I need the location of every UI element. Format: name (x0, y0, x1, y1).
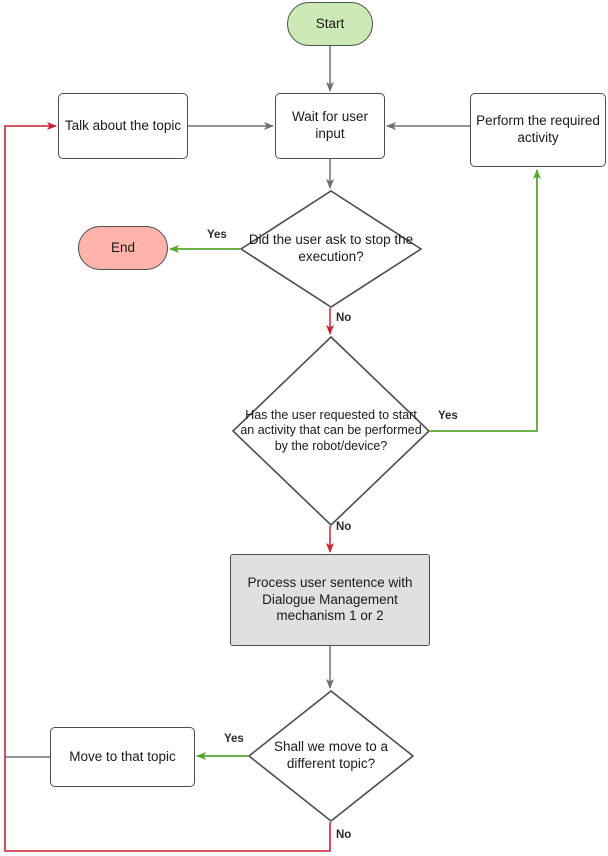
node-wait-for-user-input[interactable]: Wait for user input (275, 93, 385, 159)
edge-label-yes-activity: Yes (438, 410, 458, 422)
node-decision-move-topic-label: Shall we move to a different topic? (273, 739, 389, 771)
node-end[interactable]: End (78, 226, 168, 270)
node-talk-about-topic[interactable]: Talk about the topic (58, 93, 188, 159)
edge-label-no-activity: No (336, 521, 352, 533)
node-start-label: Start (315, 15, 345, 31)
node-decision-stop-execution[interactable]: Did the user ask to stop the execution? (240, 190, 422, 308)
node-decision-stop-execution-label: Did the user ask to stop the execution? (248, 232, 414, 264)
node-decision-activity-request-label: Has the user requested to start an activ… (240, 407, 422, 453)
edge-label-no-stop: No (336, 312, 352, 324)
node-decision-activity-request[interactable]: Has the user requested to start an activ… (232, 336, 430, 526)
node-perform-required-activity-label: Perform the required activity (476, 113, 600, 145)
node-wait-for-user-input-label: Wait for user input (291, 109, 369, 141)
node-end-label: End (110, 239, 136, 255)
node-process-dialogue-management-label: Process user sentence with Dialogue Mana… (247, 574, 413, 624)
node-perform-required-activity[interactable]: Perform the required activity (470, 93, 606, 167)
edge-decide-topic-to-talk (4, 122, 331, 852)
diamond-shape-move-topic (248, 690, 414, 822)
node-start[interactable]: Start (287, 2, 373, 46)
node-decision-move-topic[interactable]: Shall we move to a different topic? (248, 690, 414, 822)
edge-label-yes-stop: Yes (207, 229, 227, 241)
diamond-shape-activity-request (232, 336, 430, 526)
diamond-shape-stop-execution (240, 190, 422, 308)
edge-label-no-topic: No (336, 829, 352, 841)
edge-label-yes-topic: Yes (224, 733, 244, 745)
edge-decide-activity-to-perform (430, 169, 541, 432)
node-talk-about-topic-label: Talk about the topic (64, 117, 182, 133)
node-move-to-that-topic-label: Move to that topic (69, 748, 176, 764)
node-move-to-that-topic[interactable]: Move to that topic (50, 727, 195, 787)
node-process-dialogue-management[interactable]: Process user sentence with Dialogue Mana… (230, 554, 430, 646)
